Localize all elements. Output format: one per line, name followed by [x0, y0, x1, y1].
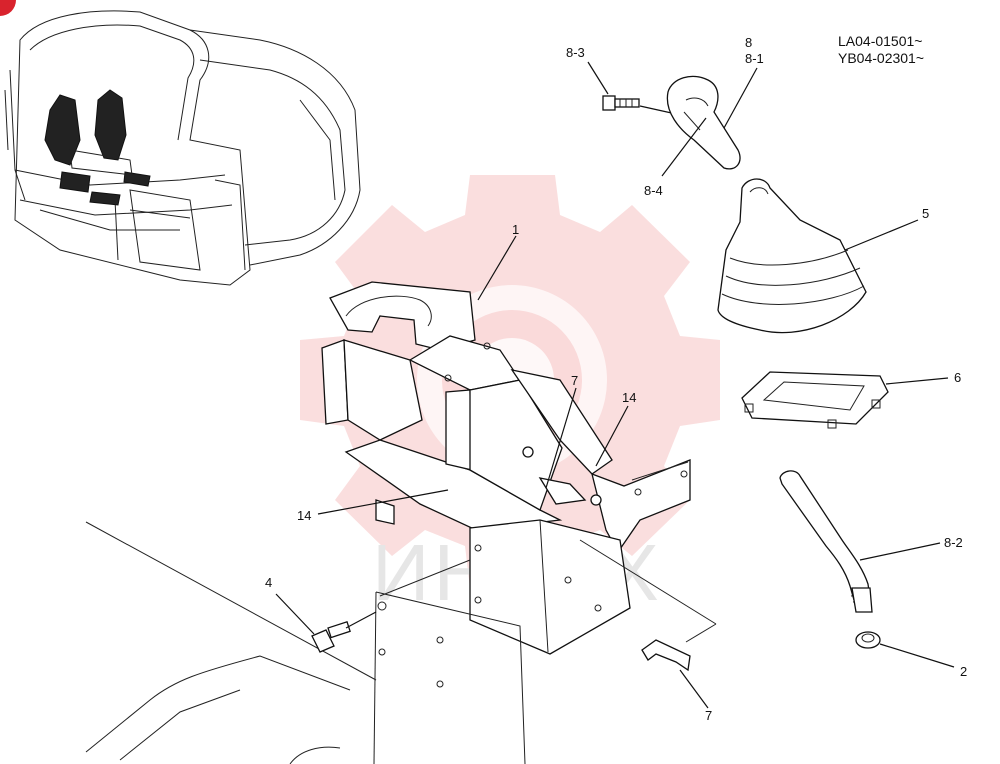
callout-4: 4 [265, 575, 272, 590]
console-body-1 [321, 281, 691, 655]
callout-8-3: 8-3 [566, 45, 585, 60]
serial-number-1: LA04-01501~ [838, 33, 922, 49]
leader-14-right [595, 405, 629, 467]
leader-7-upper [545, 387, 577, 489]
knob-8-1 [666, 75, 741, 170]
leader-8-1 [723, 67, 758, 129]
leader-8-2 [859, 542, 941, 561]
frame-6 [741, 371, 889, 429]
callout-1: 1 [512, 222, 519, 237]
leader-8-4 [661, 117, 707, 177]
serial-number-2: YB04-02301~ [838, 50, 924, 66]
nut-2 [855, 631, 881, 649]
corner-badge [0, 0, 16, 16]
callout-7-upper: 7 [571, 373, 578, 388]
clip-7 [641, 639, 691, 672]
leader-4b [345, 611, 377, 629]
guide-line-4 [379, 559, 471, 597]
callout-14-left: 14 [297, 508, 311, 523]
leader-4 [275, 593, 315, 635]
callout-5: 5 [922, 206, 929, 221]
callout-2: 2 [960, 664, 967, 679]
callout-8: 8 [745, 35, 752, 50]
leader-2 [879, 643, 955, 668]
callout-14-right: 14 [622, 390, 636, 405]
cabin-overview-illustration [4, 10, 361, 286]
boot-5 [717, 178, 867, 334]
bolt-4 [311, 621, 351, 653]
callout-8-1: 8-1 [745, 51, 764, 66]
leader-1 [477, 235, 517, 301]
leader-5 [844, 219, 919, 251]
guide-line-7a [579, 539, 717, 625]
callout-6: 6 [954, 370, 961, 385]
leader-8-3 [587, 61, 609, 95]
callout-8-2: 8-2 [944, 535, 963, 550]
leader-6 [885, 377, 949, 385]
leader-14-left [317, 489, 449, 515]
guide-line-7b [685, 623, 717, 643]
mounting-plate [373, 591, 526, 764]
callout-8-4: 8-4 [644, 183, 663, 198]
floor-outline [85, 521, 377, 764]
callout-7-bottom: 7 [705, 708, 712, 723]
bolt-8-3 [602, 95, 640, 111]
leader-7-bottom [679, 669, 709, 709]
lever-8-2 [779, 470, 873, 613]
